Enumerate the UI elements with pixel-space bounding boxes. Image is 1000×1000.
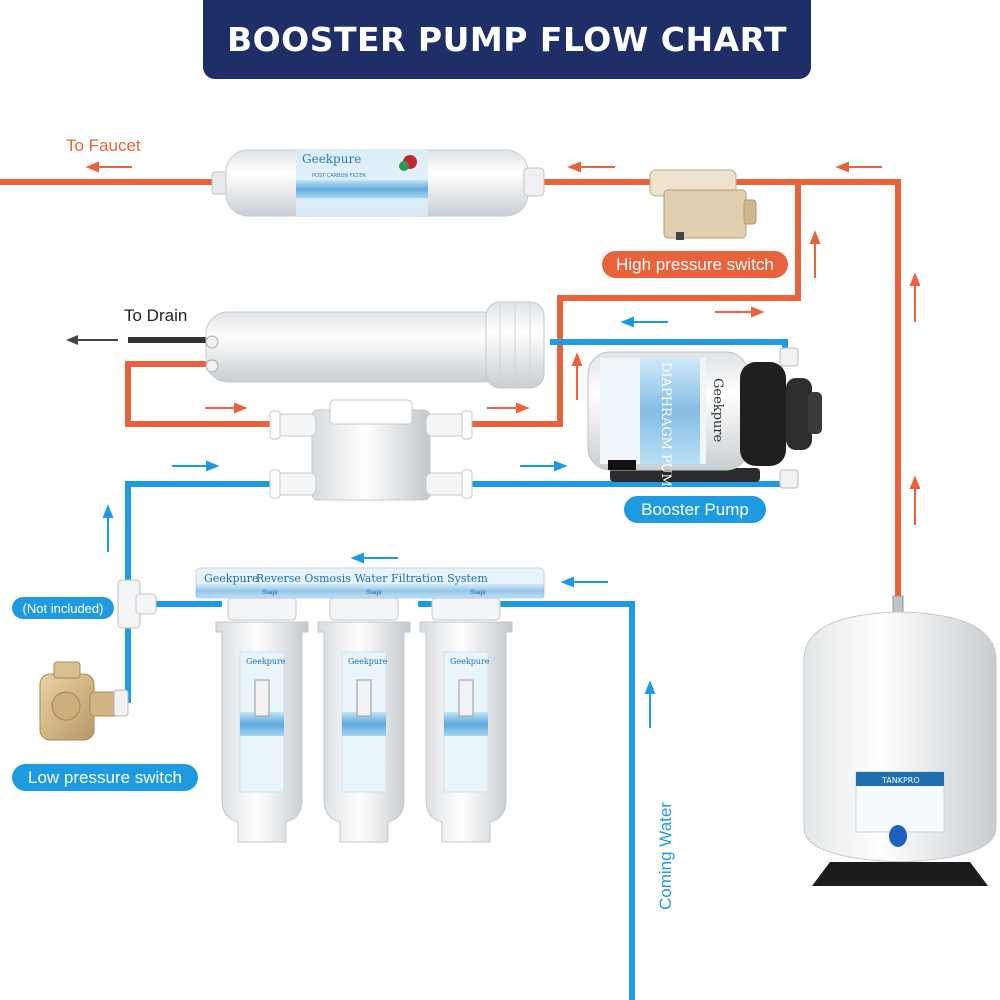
membrane-housing — [205, 301, 545, 389]
title-banner: BOOSTER PUMP FLOW CHART — [203, 0, 811, 79]
post-carbon-filter — [211, 149, 545, 217]
filter-housing-3 — [419, 597, 513, 843]
stage-label-3: Stage — [470, 590, 486, 596]
permeate-lines — [0, 179, 901, 605]
ro-system-bracket — [195, 567, 545, 599]
check-valve-housing — [269, 399, 473, 501]
filter-housing-2 — [317, 597, 411, 843]
flow-arrow-icon — [172, 460, 220, 472]
drain-loop-line — [125, 361, 275, 427]
flow-arrow-icon — [620, 316, 668, 328]
to-drain-label: To Drain — [124, 306, 188, 325]
post-filter-brand: Geekpure — [302, 152, 361, 166]
high-pressure-switch-label: High pressure switch — [602, 251, 788, 278]
housing-2-brand: Geekpure — [348, 657, 388, 666]
filter-housing-1 — [215, 597, 309, 843]
system-name: Reverse Osmosis Water Filtration System — [256, 572, 488, 585]
flow-arrow-icon — [350, 552, 398, 564]
flow-arrow-icon — [835, 161, 882, 173]
system-brand: Geekpure — [204, 572, 258, 585]
flow-arrow-icon — [567, 161, 615, 173]
low-pressure-switch-label: Low pressure switch — [12, 764, 198, 791]
page-title: BOOSTER PUMP FLOW CHART — [226, 20, 788, 59]
booster-pump — [587, 347, 822, 489]
flow-arrow-icon — [205, 402, 248, 414]
flow-arrow-icon — [102, 504, 114, 552]
switch-to-tank-line — [730, 179, 901, 605]
housing-1-brand: Geekpure — [246, 657, 286, 666]
pump-brand-text: Geekpure — [710, 378, 725, 443]
tee-fitting — [117, 579, 157, 629]
not-included-label: (Not included) — [12, 597, 114, 619]
flow-arrows — [85, 161, 921, 728]
flow-arrow-icon — [85, 161, 132, 173]
booster-pump-label: Booster Pump — [624, 496, 766, 523]
stage-label-1: Stage — [262, 590, 278, 596]
flow-arrow-icon — [909, 272, 921, 322]
flow-arrow-icon — [520, 460, 568, 472]
stage-label-2: Stage — [366, 590, 382, 596]
to-faucet-label: To Faucet — [66, 136, 141, 155]
high-pressure-switch — [649, 169, 757, 240]
pump-band-text: DIAPHRAGM PUMP — [658, 362, 673, 496]
flow-arrow-icon — [809, 230, 821, 278]
drain-arrow-icon — [66, 335, 118, 345]
coming-water-label: Coming Water — [656, 801, 675, 910]
flow-arrow-icon — [487, 402, 530, 414]
flow-arrow-icon — [644, 680, 656, 728]
housing-3-brand: Geekpure — [450, 657, 490, 666]
tank-brand: TANKPRO — [881, 776, 920, 785]
flow-arrow-icon — [560, 576, 608, 588]
tee-to-housing-line — [125, 481, 275, 604]
flow-arrow-icon — [909, 475, 921, 525]
pressure-tank — [803, 595, 997, 886]
membrane-return-line — [468, 182, 801, 427]
flow-arrow-icon — [571, 352, 583, 400]
flow-arrow-icon — [715, 306, 765, 318]
low-pressure-switch — [39, 661, 129, 741]
post-filter-sub: POST CARBON FILTER — [312, 173, 366, 179]
